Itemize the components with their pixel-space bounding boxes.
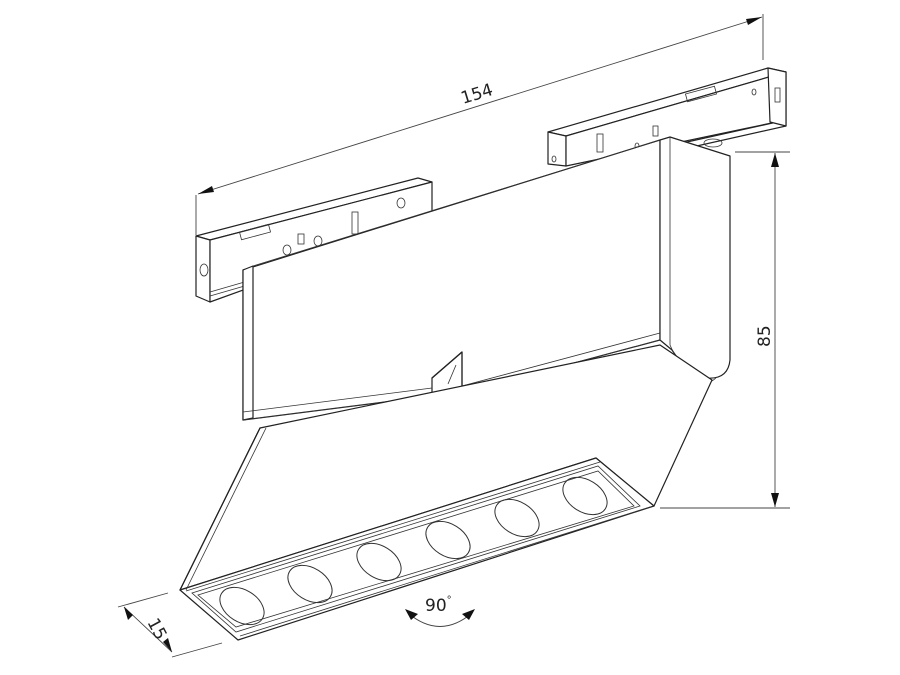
contact-slot-icon <box>684 85 718 103</box>
lens-5 <box>494 498 540 538</box>
rotation-label: 90° <box>425 595 452 616</box>
lens-panel <box>179 457 655 641</box>
rotation-indicator: 90° <box>405 595 475 627</box>
arrow-right-icon <box>462 609 475 620</box>
arrow-left-icon <box>405 609 418 620</box>
rotating-head <box>179 344 713 641</box>
lens-4 <box>425 520 471 560</box>
screw-hole-icon <box>396 197 406 209</box>
dimension-width-label: 15 <box>143 615 171 643</box>
screw-hole-icon <box>551 155 557 163</box>
screw-hole-icon <box>282 244 292 256</box>
dimension-height: 85 <box>660 151 790 509</box>
lens-6 <box>562 476 608 516</box>
screw-hole-icon <box>199 263 209 277</box>
screw-hole-icon <box>751 88 757 96</box>
lens-3 <box>356 542 402 582</box>
lens-1 <box>219 586 265 626</box>
lenses <box>219 476 608 626</box>
dimension-height-label: 85 <box>755 325 775 347</box>
pivot-arm <box>659 136 731 385</box>
lens-2 <box>287 564 333 604</box>
dimension-length-label: 154 <box>459 80 496 109</box>
contact-slot-icon <box>238 223 272 241</box>
